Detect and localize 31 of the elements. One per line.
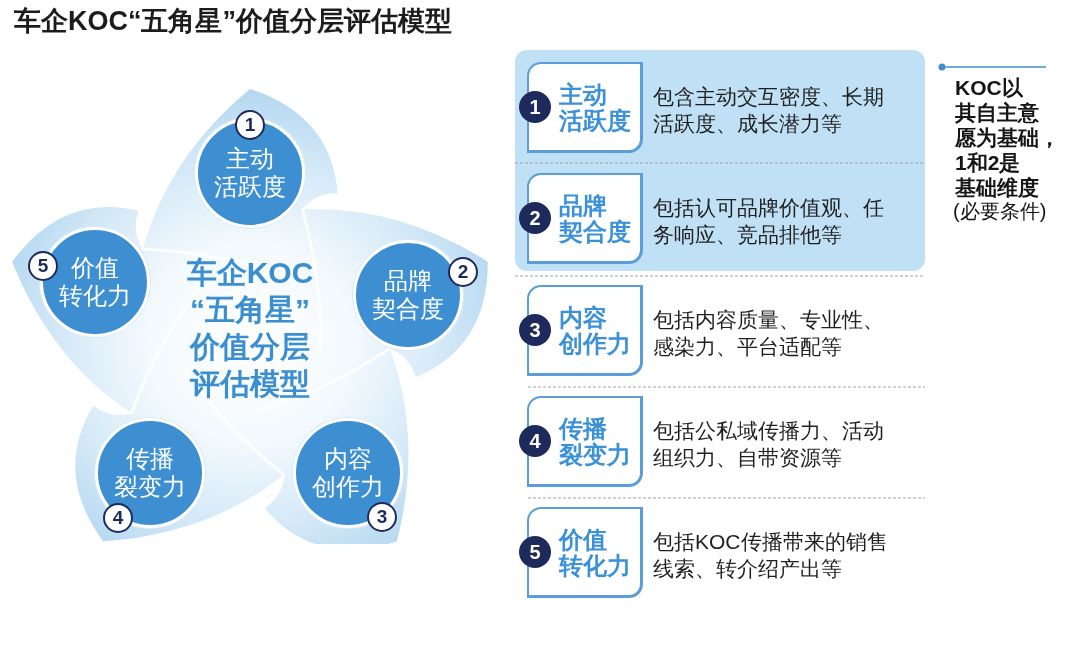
number-badge: 3 xyxy=(367,502,397,532)
note-condition: (必要条件) xyxy=(953,200,1047,222)
number-badge: 1 xyxy=(519,91,551,123)
description-text: 包括认可品牌价值观、任务响应、竞品排他等 xyxy=(653,195,884,248)
number-badge: 5 xyxy=(519,536,551,568)
dimension-title: 主动活跃度 xyxy=(559,82,631,134)
diagram-title: 车企KOC“五角星”价值分层评估模型 xyxy=(14,5,452,38)
dimension-title: 内容创作力 xyxy=(559,305,631,357)
number-badge: 4 xyxy=(519,425,551,457)
description-text: 包括KOC传播带来的销售线索、转介绍产出等 xyxy=(653,529,888,582)
pinwheel-star xyxy=(10,86,490,544)
dimension-title: 传播裂变力 xyxy=(114,445,186,501)
number-badge: 3 xyxy=(519,314,551,346)
dimension-title: 主动活跃度 xyxy=(214,145,286,201)
number-badge: 1 xyxy=(235,110,265,140)
dimension-title: 价值转化力 xyxy=(59,254,131,310)
dimension-title: 价值转化力 xyxy=(559,527,631,579)
number-badge: 5 xyxy=(28,251,58,281)
dimension-title: 传播裂变力 xyxy=(559,416,631,468)
description-text: 包括公私域传播力、活动组织力、自带资源等 xyxy=(653,418,884,471)
description-text: 包括内容质量、专业性、感染力、平台适配等 xyxy=(653,307,884,360)
description-text: 包含主动交互密度、长期活跃度、成长潜力等 xyxy=(653,84,884,137)
dimension-title: 品牌契合度 xyxy=(559,193,631,245)
note-text: KOC以其自主意愿为基础，1和2是基础维度 xyxy=(955,75,1060,200)
model-title: 车企KOC“五角星”价值分层评估模型 xyxy=(186,255,314,402)
number-badge: 2 xyxy=(519,202,551,234)
dimension-title: 内容创作力 xyxy=(312,445,384,501)
number-badge: 2 xyxy=(448,257,478,287)
number-badge: 4 xyxy=(103,503,133,533)
highlight-panel xyxy=(515,50,925,271)
dimension-title: 品牌契合度 xyxy=(372,267,444,323)
